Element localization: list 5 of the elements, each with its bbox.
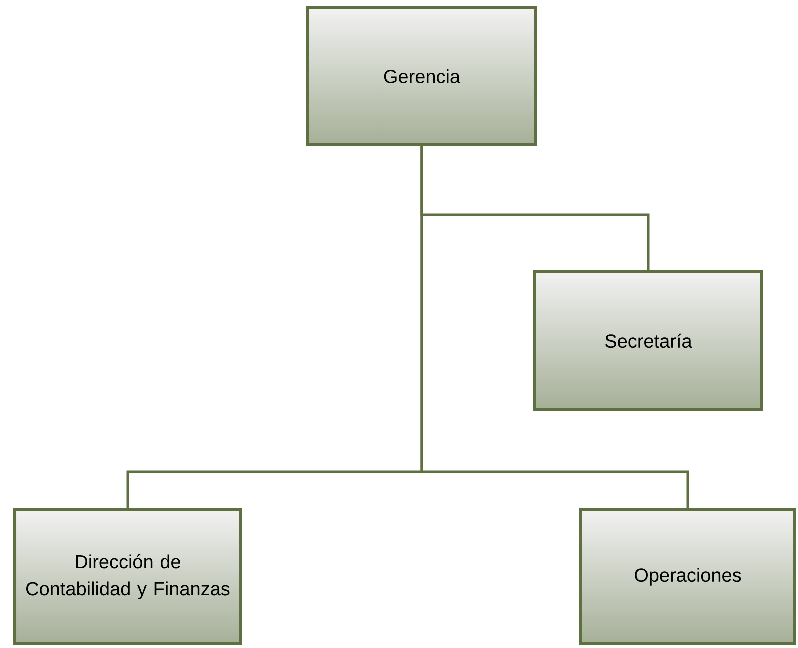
org-box: Secretaría	[534, 270, 764, 412]
org-box: Dirección de Contabilidad y Finanzas	[14, 508, 242, 646]
org-box: Gerencia	[306, 6, 538, 146]
connector-line	[420, 146, 690, 508]
org-box: Operaciones	[580, 508, 796, 646]
